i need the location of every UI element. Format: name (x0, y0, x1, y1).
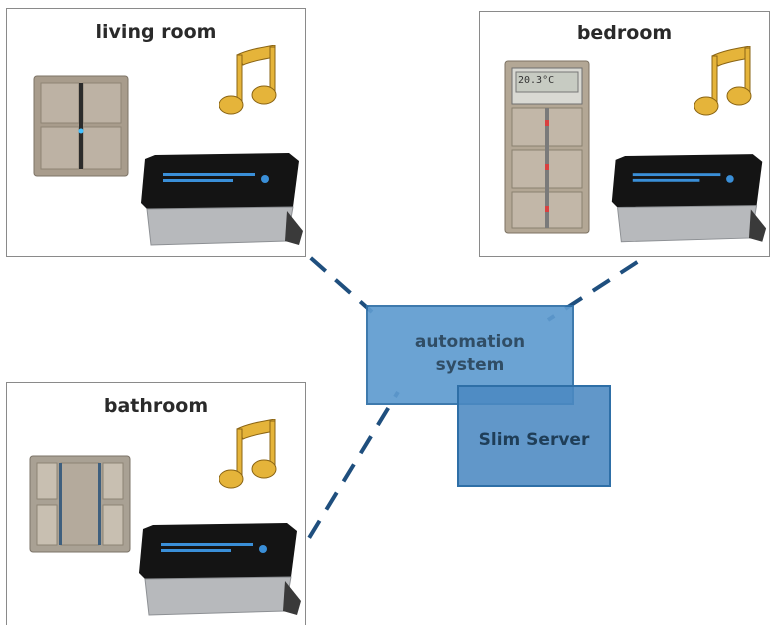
room-title: bathroom (103, 395, 209, 417)
squeezebox-player-icon (141, 153, 303, 246)
room-bathroom: bathroom (6, 382, 306, 625)
thermostat-switch-panel-icon (504, 60, 590, 234)
music-note-icon (219, 45, 277, 115)
squeezebox-player-icon (611, 154, 767, 243)
slim-server-label: Slim Server (478, 430, 590, 450)
squeezebox-player-icon (139, 523, 301, 616)
automation-system-label: automation system (368, 331, 572, 377)
four-button-switch-icon (33, 75, 129, 177)
two-rocker-switch-icon (29, 455, 131, 553)
music-note-icon (219, 419, 277, 489)
thermostat-display-value: 20.3°C (518, 75, 555, 86)
automation-label-line1: automation (414, 332, 526, 352)
room-bedroom: bedroom 20.3°C (479, 11, 770, 257)
room-title: living room (95, 21, 217, 43)
automation-label-line2: system (435, 355, 505, 375)
link-bathroom (290, 390, 400, 568)
room-living: living room (6, 8, 306, 257)
music-note-icon (694, 46, 752, 116)
room-title: bedroom (576, 22, 673, 44)
slim-server-box: Slim Server (457, 385, 611, 487)
